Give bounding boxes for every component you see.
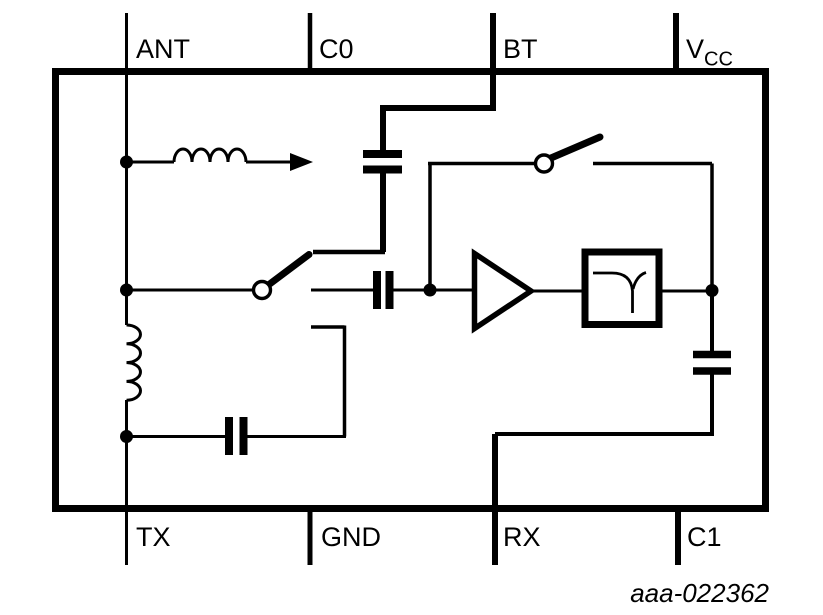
band-filter [581,248,712,328]
switch-pivot-icon [533,153,555,174]
amplifier [471,248,585,334]
pin-label-gnd: GND [321,522,381,552]
switch-pivot-icon [251,279,273,301]
filter-response-icon [631,271,647,290]
pin-label-rx: RX [503,522,541,552]
output-shunt-capacitor [495,284,731,436]
pin-label-tx: TX [136,522,171,552]
filter-box [581,248,663,328]
switch-lever-icon [547,133,604,162]
pin-bt-line [380,13,496,151]
chip-outline [52,68,769,512]
tx-shunt-inductor [126,323,142,402]
arrow-head-icon [290,153,313,171]
inductor-coil-icon [126,323,142,402]
pin-label-c0: C0 [319,34,354,64]
tx-throw-stub [311,325,347,437]
bypass-switch [423,133,714,297]
inductor-coil-icon [172,147,248,163]
pin-label-bt: BT [503,34,538,64]
antenna-coupling-inductor [120,147,313,171]
figure-code: aaa-022362 [630,578,769,608]
bt-branch-capacitor [313,150,402,255]
pin-label-ant: ANT [136,34,190,64]
switch-lever-icon [265,251,313,288]
amplifier-triangle-icon [471,248,536,334]
pin-label-c1: C1 [687,522,722,552]
filter-response-icon [593,271,634,313]
tx-series-capacitor [120,417,346,455]
pin-label-vcc: V [686,34,704,64]
antenna-switch [120,251,313,301]
pin-label-vcc-sub: CC [704,49,733,71]
